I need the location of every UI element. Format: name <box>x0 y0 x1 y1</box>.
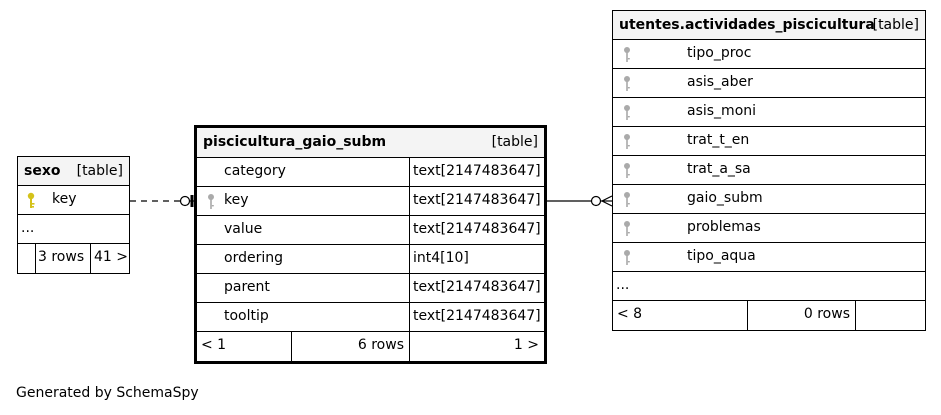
column-type: text[2147483647] <box>413 279 541 295</box>
table-utentes-actividades-piscicultura[interactable]: utentes.actividades_piscicultura [table]… <box>612 10 926 331</box>
parents-count[interactable]: < 8 <box>617 306 643 322</box>
column-row[interactable]: asis_aber <box>613 69 925 98</box>
column-name: tipo_aqua <box>687 248 756 264</box>
row-count: 6 rows <box>357 337 404 353</box>
key-icon <box>27 192 35 208</box>
table-footer: < 1 6 rows 1 > <box>197 332 544 361</box>
column-row[interactable]: category text[2147483647] <box>197 158 544 187</box>
key-icon <box>624 105 630 120</box>
table-name: piscicultura_gaio_subm <box>203 134 387 150</box>
key-icon <box>624 76 630 91</box>
column-name: gaio_subm <box>687 190 763 206</box>
ellipsis: ... <box>616 277 630 293</box>
column-name: parent <box>224 279 270 295</box>
column-type: text[2147483647] <box>413 221 541 237</box>
column-name: ordering <box>224 250 283 266</box>
column-row[interactable]: trat_t_en <box>613 127 925 156</box>
column-row[interactable]: problemas <box>613 214 925 243</box>
column-row[interactable]: ordering int4[10] <box>197 245 544 274</box>
column-row[interactable]: key <box>18 186 129 215</box>
table-footer: < 8 0 rows <box>613 301 925 330</box>
children-count[interactable]: 41 > <box>94 249 128 265</box>
column-name: category <box>224 163 286 179</box>
column-name: tipo_proc <box>687 45 752 61</box>
column-type: int4[10] <box>413 250 469 266</box>
column-row[interactable]: parent text[2147483647] <box>197 274 544 303</box>
column-row[interactable]: key text[2147483647] <box>197 187 544 216</box>
table-piscicultura-gaio-subm[interactable]: piscicultura_gaio_subm [table] category … <box>194 125 547 364</box>
column-name: asis_moni <box>687 103 757 119</box>
column-name: trat_t_en <box>687 132 750 148</box>
children-count[interactable]: 1 > <box>513 337 539 353</box>
column-row[interactable]: trat_a_sa <box>613 156 925 185</box>
table-name: sexo <box>24 163 61 179</box>
gaio-to-utentes-link <box>546 195 613 207</box>
row-count: 0 rows <box>803 306 850 322</box>
column-name: key <box>52 191 77 207</box>
parents-count[interactable]: < 1 <box>201 337 227 353</box>
table-footer: 3 rows 41 > <box>18 244 129 273</box>
key-icon <box>208 194 214 209</box>
column-row[interactable]: tipo_proc <box>613 40 925 69</box>
ellipsis-row: ... <box>613 272 925 301</box>
table-sexo[interactable]: sexo [table] key ... 3 rows 41 > <box>17 156 130 274</box>
table-kind: [table] <box>491 134 538 150</box>
column-name: trat_a_sa <box>687 161 751 177</box>
sexo-to-gaio-link <box>130 195 196 207</box>
column-type: text[2147483647] <box>413 192 541 208</box>
table-header: piscicultura_gaio_subm [table] <box>197 128 544 158</box>
column-type: text[2147483647] <box>413 308 541 324</box>
column-row[interactable]: value text[2147483647] <box>197 216 544 245</box>
column-name: problemas <box>687 219 761 235</box>
column-row[interactable]: asis_moni <box>613 98 925 127</box>
table-header: sexo [table] <box>18 157 129 186</box>
key-icon <box>624 192 630 207</box>
column-row[interactable]: gaio_subm <box>613 185 925 214</box>
key-icon <box>624 221 630 236</box>
column-row[interactable]: tipo_aqua <box>613 243 925 272</box>
column-type: text[2147483647] <box>413 163 541 179</box>
key-icon <box>624 47 630 62</box>
ellipsis-row: ... <box>18 215 129 244</box>
table-header: utentes.actividades_piscicultura [table] <box>613 11 925 40</box>
row-count: 3 rows <box>38 249 85 265</box>
key-icon <box>624 134 630 149</box>
column-row[interactable]: tooltip text[2147483647] <box>197 303 544 332</box>
key-icon <box>624 163 630 178</box>
table-name: utentes.actividades_piscicultura <box>619 17 875 33</box>
table-kind: [table] <box>872 17 919 33</box>
table-kind: [table] <box>76 163 123 179</box>
column-name: key <box>224 192 249 208</box>
column-name: tooltip <box>224 308 269 324</box>
column-name: value <box>224 221 263 237</box>
key-icon <box>624 250 630 265</box>
generated-by-label: Generated by SchemaSpy <box>16 385 199 401</box>
ellipsis: ... <box>21 220 35 236</box>
column-name: asis_aber <box>687 74 753 90</box>
